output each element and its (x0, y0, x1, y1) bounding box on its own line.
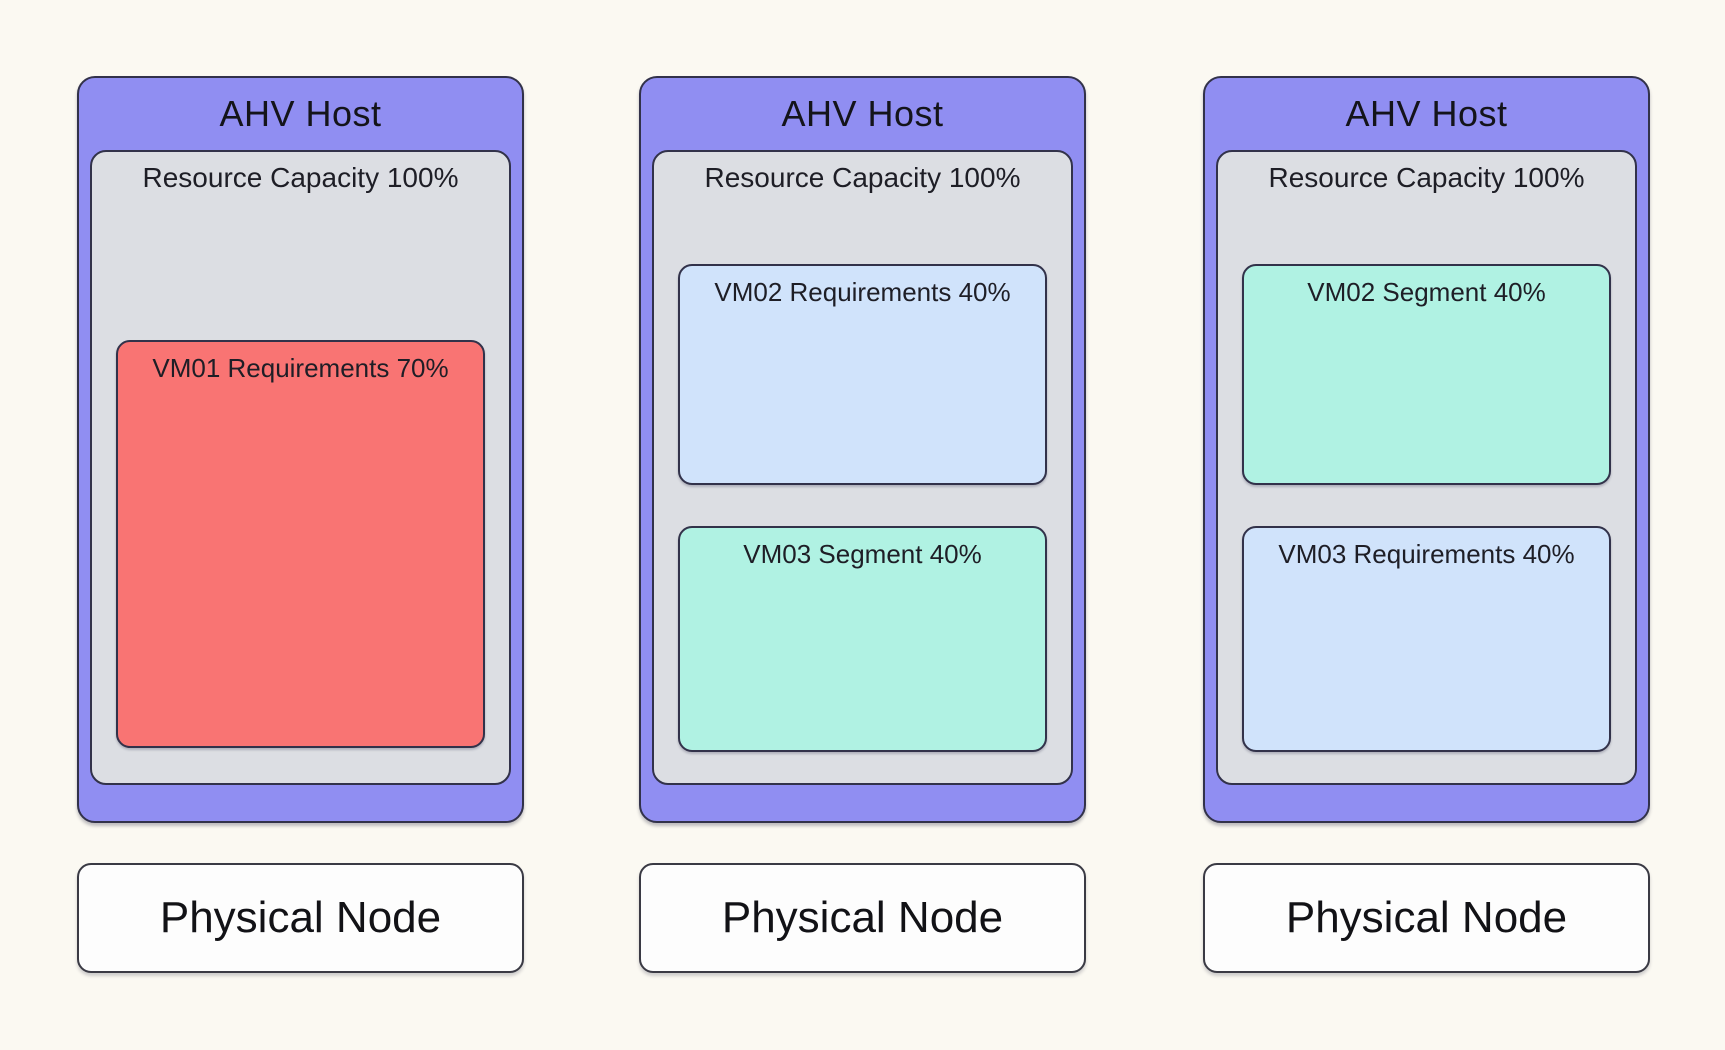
resource-capacity-box: Resource Capacity 100% VM02 Segment 40% … (1216, 150, 1637, 785)
vm-box: VM03 Requirements 40% (1242, 526, 1611, 752)
vm-box: VM01 Requirements 70% (116, 340, 485, 748)
physical-node-label: Physical Node (721, 893, 1004, 942)
physical-node-box: Physical Node (77, 863, 524, 973)
ahv-host-box: AHV Host Resource Capacity 100% VM02 Seg… (1203, 76, 1650, 823)
vm-box: VM02 Segment 40% (1242, 264, 1611, 485)
physical-node-label: Physical Node (159, 893, 442, 942)
vm-label: VM02 Segment 40% (1307, 277, 1546, 307)
resource-capacity-box: Resource Capacity 100% VM02 Requirements… (652, 150, 1073, 785)
ahv-host-box: AHV Host Resource Capacity 100% VM02 Req… (639, 76, 1086, 823)
vm-label: VM02 Requirements 40% (714, 277, 1011, 307)
physical-node-label: Physical Node (1285, 893, 1568, 942)
vm-label: VM03 Requirements 40% (1278, 539, 1575, 569)
ahv-host-title: AHV Host (1345, 93, 1508, 134)
resource-capacity-box: Resource Capacity 100% VM01 Requirements… (90, 150, 511, 785)
vm-label: VM03 Segment 40% (743, 539, 982, 569)
vm-box: VM03 Segment 40% (678, 526, 1047, 752)
physical-node-box: Physical Node (639, 863, 1086, 973)
resource-capacity-label: Resource Capacity 100% (704, 162, 1021, 193)
ahv-host-title: AHV Host (781, 93, 944, 134)
ahv-host-title: AHV Host (219, 93, 382, 134)
resource-capacity-label: Resource Capacity 100% (1268, 162, 1585, 193)
resource-capacity-label: Resource Capacity 100% (142, 162, 459, 193)
vm-label: VM01 Requirements 70% (152, 353, 449, 383)
physical-node-box: Physical Node (1203, 863, 1650, 973)
ahv-host-box: AHV Host Resource Capacity 100% VM01 Req… (77, 76, 524, 823)
vm-box: VM02 Requirements 40% (678, 264, 1047, 485)
